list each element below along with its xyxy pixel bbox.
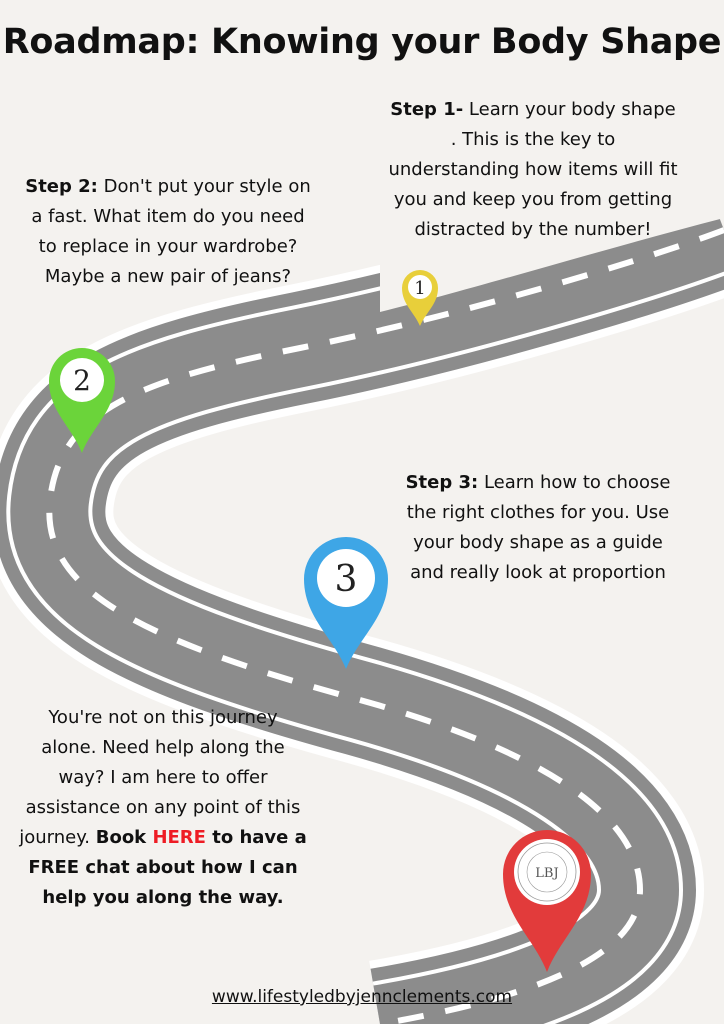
step-2-body: Don't put your style on a fast. What ite…	[31, 176, 311, 287]
map-pin-2: 2	[49, 348, 115, 453]
step-1-text: Step 1- Learn your body shape . This is …	[388, 95, 678, 245]
map-pin-1: 1	[402, 270, 438, 326]
step-1-label: Step 1-	[390, 99, 464, 120]
website-link[interactable]: www.lifestyledbyjennclements.com	[211, 987, 513, 1007]
map-pin-3: 3	[304, 537, 388, 669]
pin-3-number: 3	[335, 559, 358, 600]
cta-rest: to have a FREE chat about how I can help…	[28, 827, 307, 908]
step-3-text: Step 3: Learn how to choose the right cl…	[398, 468, 678, 588]
call-to-action: You're not on this journey alone. Need h…	[18, 703, 308, 913]
book-here-link[interactable]: HERE	[152, 827, 206, 848]
page-title: Roadmap: Knowing your Body Shape	[2, 22, 722, 62]
map-pin-logo: LBJ	[503, 830, 591, 972]
logo-monogram: LBJ	[535, 866, 558, 881]
step-2-label: Step 2:	[25, 176, 98, 197]
step-1-body: Learn your body shape . This is the key …	[388, 99, 678, 240]
step-2-text: Step 2: Don't put your style on a fast. …	[22, 172, 314, 292]
cta-book: Book	[95, 827, 153, 848]
pin-1-number: 1	[414, 278, 425, 299]
step-3-label: Step 3:	[405, 472, 479, 493]
cta-intro: You're not on this journey alone. Need h…	[19, 707, 301, 848]
pin-2-number: 2	[73, 364, 91, 397]
step-3-body: Learn how to choose the right clothes fo…	[406, 472, 671, 583]
